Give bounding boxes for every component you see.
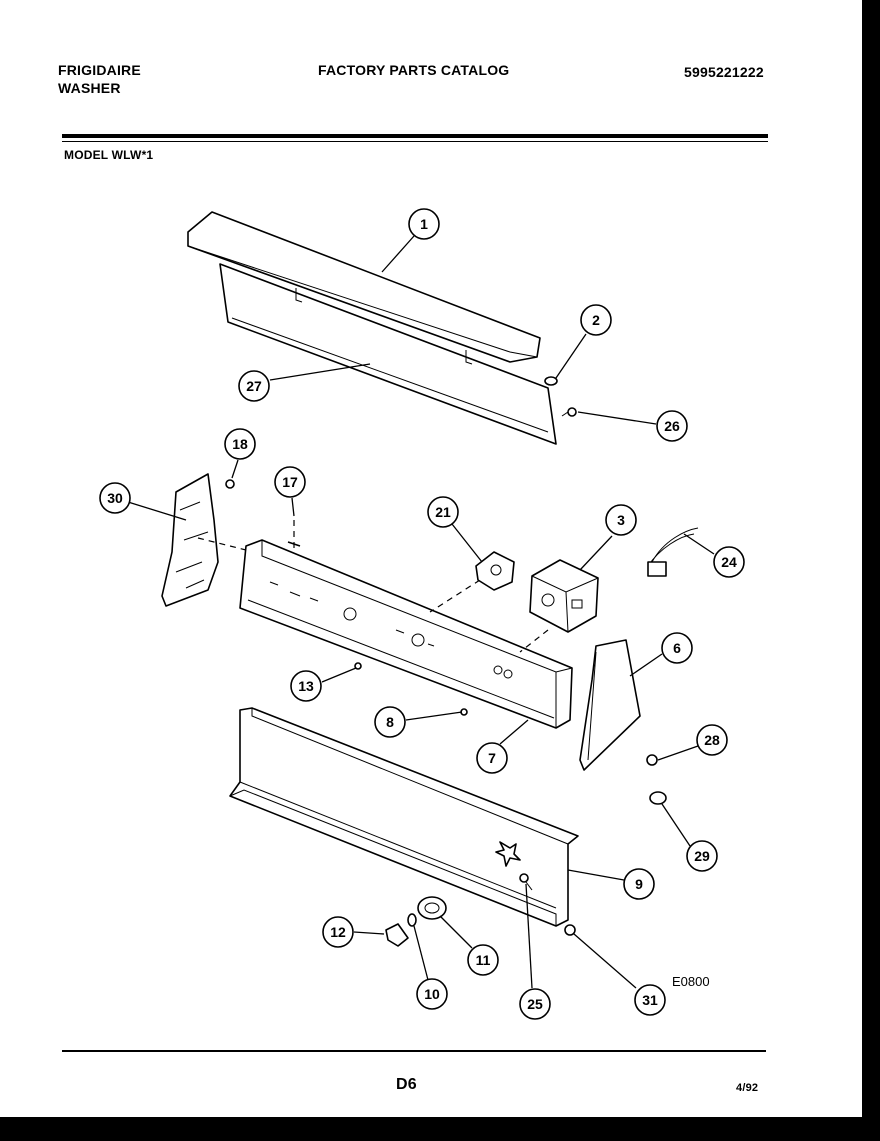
callout-2: 2 xyxy=(580,304,612,336)
svg-text:24: 24 xyxy=(721,554,737,570)
svg-text:12: 12 xyxy=(330,924,346,940)
catalog-number: 5995221222 xyxy=(684,64,764,80)
callout-8: 8 xyxy=(374,706,406,738)
svg-text:9: 9 xyxy=(635,876,643,892)
svg-text:25: 25 xyxy=(527,996,543,1012)
part-21-switch xyxy=(475,551,515,591)
svg-text:27: 27 xyxy=(246,378,262,394)
callout-21: 21 xyxy=(427,496,459,528)
svg-text:31: 31 xyxy=(642,992,658,1008)
callout-28: 28 xyxy=(696,724,728,756)
callout-27: 27 xyxy=(238,370,270,402)
product-type: WASHER xyxy=(58,80,121,96)
callout-9: 9 xyxy=(623,868,655,900)
part-11-knob xyxy=(417,896,447,920)
part-12-bracket xyxy=(385,923,409,947)
part-6-end-cap xyxy=(579,639,641,771)
part-10-spring xyxy=(407,913,417,927)
callout-1: 1 xyxy=(408,208,440,240)
svg-text:1: 1 xyxy=(420,216,428,232)
svg-text:6: 6 xyxy=(673,640,681,656)
callout-7: 7 xyxy=(476,742,508,774)
revision-date: 4/92 xyxy=(736,1082,759,1094)
callout-10: 10 xyxy=(416,978,448,1010)
part-17-clip xyxy=(287,541,301,547)
callout-6: 6 xyxy=(661,632,693,664)
svg-text:3: 3 xyxy=(617,512,625,528)
svg-text:29: 29 xyxy=(694,848,710,864)
part-30-end-bracket xyxy=(161,473,219,607)
svg-text:28: 28 xyxy=(704,732,720,748)
callout-17: 17 xyxy=(274,466,306,498)
part-9-lower-panel xyxy=(229,707,579,927)
part-2-clip xyxy=(544,376,558,386)
figure-code: E0800 xyxy=(672,974,710,989)
callout-11: 11 xyxy=(467,944,499,976)
callout-24: 24 xyxy=(713,546,745,578)
assembly-line-3 xyxy=(519,629,549,653)
svg-text:11: 11 xyxy=(476,952,491,968)
catalog-title: FACTORY PARTS CATALOG xyxy=(318,62,510,78)
part-31-clip xyxy=(564,924,576,936)
part-27-rear-panel xyxy=(219,263,557,445)
leader-lines xyxy=(127,235,715,989)
assembly-line-21 xyxy=(429,579,481,613)
callout-12: 12 xyxy=(322,916,354,948)
svg-text:10: 10 xyxy=(424,986,440,1002)
svg-text:8: 8 xyxy=(386,714,394,730)
svg-text:2: 2 xyxy=(592,312,600,328)
callout-25: 25 xyxy=(519,988,551,1020)
part-26-screw xyxy=(561,407,577,417)
model-label: MODEL WLW*1 xyxy=(64,148,154,162)
catalog-page: FRIGIDAIRE WASHER FACTORY PARTS CATALOG … xyxy=(0,0,862,1117)
footer-rule xyxy=(62,1050,766,1052)
header-rule-thick xyxy=(62,134,768,138)
header-rule-thin xyxy=(62,141,768,142)
part-24-wire-harness xyxy=(647,527,699,577)
svg-text:13: 13 xyxy=(298,678,314,694)
part-1-console-cap xyxy=(187,211,541,363)
page-number: D6 xyxy=(396,1076,417,1093)
callout-30: 30 xyxy=(99,482,131,514)
part-25-screw xyxy=(519,873,533,891)
part-28-screw xyxy=(646,754,658,766)
callout-3: 3 xyxy=(605,504,637,536)
svg-text:26: 26 xyxy=(664,418,680,434)
callout-18: 18 xyxy=(224,428,256,460)
brand-name: FRIGIDAIRE xyxy=(58,62,141,78)
callout-31: 31 xyxy=(634,984,666,1016)
callout-13: 13 xyxy=(290,670,322,702)
callout-26: 26 xyxy=(656,410,688,442)
part-18-screw xyxy=(225,479,235,489)
assembly-line-30 xyxy=(197,537,247,551)
svg-text:7: 7 xyxy=(488,750,496,766)
exploded-parts-diagram: 1 2 26 27 18 30 17 21 3 24 6 13 8 7 28 2… xyxy=(99,208,745,1020)
part-3-timer xyxy=(529,559,599,633)
svg-text:18: 18 xyxy=(232,436,248,452)
svg-text:17: 17 xyxy=(282,474,298,490)
part-29-clip xyxy=(649,791,667,805)
part-13-screw xyxy=(354,662,362,670)
callout-29: 29 xyxy=(686,840,718,872)
svg-text:21: 21 xyxy=(435,504,451,520)
svg-text:30: 30 xyxy=(107,490,123,506)
part-7-control-panel xyxy=(239,539,573,729)
